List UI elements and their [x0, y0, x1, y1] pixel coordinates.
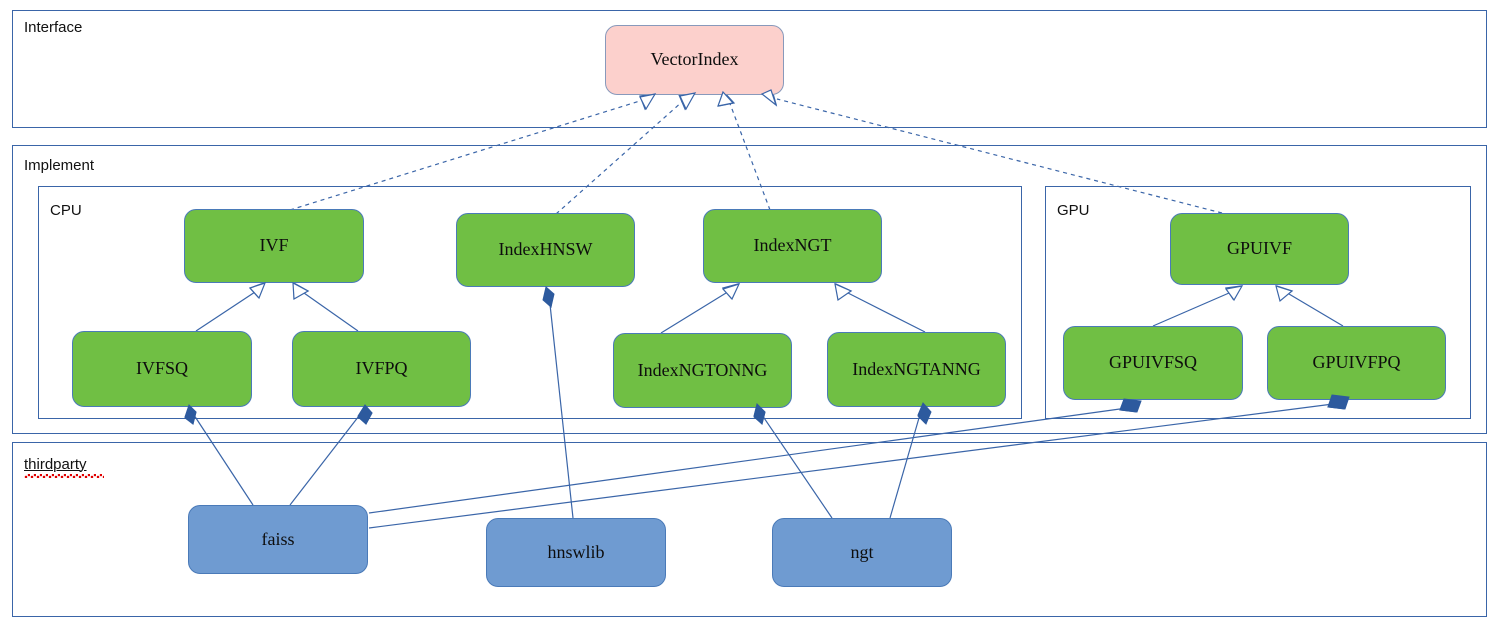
node-label-ngt: ngt: [850, 541, 874, 562]
node-gpuivfsq[interactable]: GPUIVFSQ: [1063, 326, 1243, 400]
group-label-implement: Implement: [24, 157, 95, 174]
node-ngt[interactable]: ngt: [772, 518, 952, 587]
node-gpuivfpq[interactable]: GPUIVFPQ: [1267, 326, 1446, 400]
node-faiss[interactable]: faiss: [188, 505, 368, 574]
node-gpuivf[interactable]: GPUIVF: [1170, 213, 1349, 285]
node-ivfpq[interactable]: IVFPQ: [292, 331, 471, 407]
node-label-gpuivfpq: GPUIVFPQ: [1312, 352, 1401, 373]
node-label-ivfpq: IVFPQ: [355, 358, 408, 379]
node-label-indexngtonng: IndexNGTONNG: [637, 359, 768, 380]
spellcheck-squiggle-icon: [24, 474, 104, 478]
node-indexngt[interactable]: IndexNGT: [703, 209, 882, 283]
group-label-interface: Interface: [24, 19, 83, 36]
node-label-indexhnsw: IndexHNSW: [498, 239, 593, 260]
group-label-thirdparty: thirdparty: [24, 456, 87, 473]
node-label-indexngt: IndexNGT: [753, 235, 832, 256]
node-label-vectorindex: VectorIndex: [650, 49, 739, 70]
group-label-cpu: CPU: [50, 202, 82, 219]
node-indexhnsw[interactable]: IndexHNSW: [456, 213, 635, 287]
node-label-gpuivfsq: GPUIVFSQ: [1108, 352, 1198, 373]
node-indexngtanng[interactable]: IndexNGTANNG: [827, 332, 1006, 407]
node-hnswlib[interactable]: hnswlib: [486, 518, 666, 587]
node-label-hnswlib: hnswlib: [547, 541, 605, 562]
node-label-gpuivf: GPUIVF: [1226, 238, 1292, 259]
node-indexngtonng[interactable]: IndexNGTONNG: [613, 333, 792, 408]
node-ivf[interactable]: IVF: [184, 209, 364, 283]
node-vectorindex[interactable]: VectorIndex: [605, 25, 784, 95]
node-label-ivfsq: IVFSQ: [135, 358, 188, 379]
node-label-faiss: faiss: [261, 528, 295, 549]
node-label-indexngtanng: IndexNGTANNG: [852, 358, 981, 379]
node-ivfsq[interactable]: IVFSQ: [72, 331, 252, 407]
node-label-ivf: IVF: [259, 235, 289, 256]
group-label-gpu: GPU: [1057, 202, 1090, 219]
